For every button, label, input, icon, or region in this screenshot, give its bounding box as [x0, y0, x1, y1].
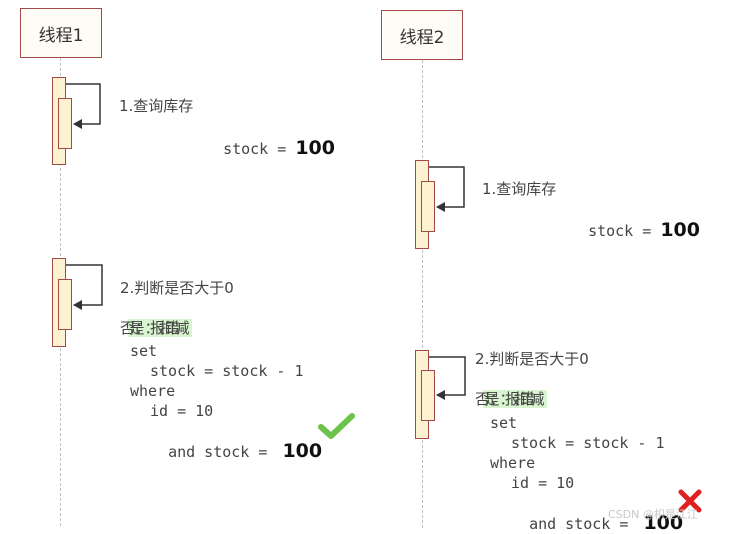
thread2-sql-set: set: [490, 414, 518, 432]
thread2-step1-label: 1.查询库存: [482, 180, 557, 198]
thread1-step1-label: 1.查询库存: [119, 97, 194, 115]
thread1-step1-stock: stock = 100: [205, 118, 335, 159]
thread2-title: 线程2: [399, 27, 445, 48]
thread1-title: 线程1: [38, 25, 84, 46]
thread2-sql-stock: stock = stock - 1: [511, 434, 665, 452]
thread1-sql-set: set: [130, 342, 158, 360]
thread1-sql-where: where: [130, 382, 176, 400]
thread2-step1-stock-value: 100: [660, 219, 700, 241]
thread2-activation-inner-1: [421, 181, 435, 232]
thread1-activation-inner-2: [58, 279, 72, 330]
thread1-sql-id: id = 10: [150, 402, 214, 420]
thread2-self-call-arrow-1: [429, 166, 465, 212]
thread2-step1-stock-prefix: stock =: [588, 222, 661, 240]
thread2-step2-no: 否：报错: [475, 390, 536, 408]
thread2-header: 线程2: [381, 10, 463, 60]
watermark: CSDN @枳是江江: [608, 508, 698, 521]
thread2-activation-inner-2: [421, 370, 435, 421]
thread2-self-call-arrow-2: [429, 356, 466, 400]
thread1-step1-stock-value: 100: [295, 137, 335, 159]
thread2-step2-yes-text: 是：扣减: [482, 390, 547, 408]
thread2-sql-where: where: [490, 454, 536, 472]
check-icon: [318, 413, 355, 439]
thread1-step1-stock-prefix: stock =: [223, 140, 296, 158]
thread1-step2-no: 否：报错: [120, 319, 181, 337]
thread2-sql-id: id = 10: [511, 474, 575, 492]
cross-icon: [678, 489, 702, 513]
thread2-step2-yes: 是：扣减: [473, 369, 547, 409]
thread1-step2-label: 2.判断是否大于0: [120, 279, 234, 297]
thread1-sql-and-prefix: and stock =: [168, 443, 277, 461]
thread1-sql-stock: stock = stock - 1: [150, 362, 304, 380]
thread1-header: 线程1: [20, 8, 102, 58]
thread1-step2-yes: 是：扣减: [118, 298, 192, 338]
thread1-sql-and-value: 100: [282, 440, 323, 462]
thread1-self-call-arrow-1: [66, 83, 101, 129]
thread1-sql-and: and stock = 100: [150, 421, 322, 462]
thread1-self-call-arrow-2: [66, 264, 103, 310]
thread1-step2-yes-text: 是：扣减: [127, 319, 192, 337]
thread2-step2-label: 2.判断是否大于0: [475, 350, 589, 368]
thread1-activation-inner-1: [58, 98, 72, 149]
thread2-lifeline: [422, 60, 423, 528]
thread2-step1-stock: stock = 100: [570, 200, 700, 241]
